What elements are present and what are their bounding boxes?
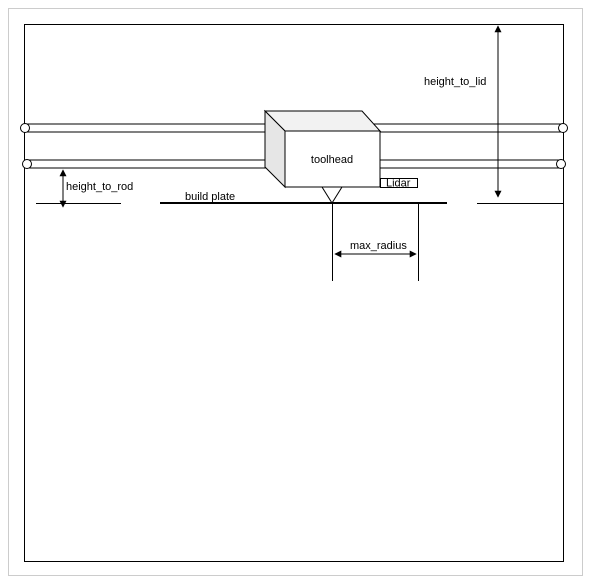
max-radius-label: max_radius: [350, 240, 407, 252]
toolhead-front-face: [284, 130, 381, 188]
upper-rod-left-end: [20, 123, 30, 133]
lower-rod-right-end: [556, 159, 566, 169]
lidar-sensor: [380, 178, 418, 188]
lidar-label: Lidar: [386, 178, 411, 190]
toolhead-label: toolhead: [311, 154, 353, 166]
lower-rod-left-end: [22, 159, 32, 169]
nozzle: [321, 186, 343, 204]
height-to-lid-label: height_to_lid: [424, 76, 486, 88]
toolhead-box: toolhead: [263, 109, 382, 189]
build-plate-label: build plate: [185, 191, 235, 203]
upper-rod-right-end: [558, 123, 568, 133]
height-to-rod-label: height_to_rod: [66, 181, 133, 193]
enclosure-frame: [24, 24, 564, 562]
